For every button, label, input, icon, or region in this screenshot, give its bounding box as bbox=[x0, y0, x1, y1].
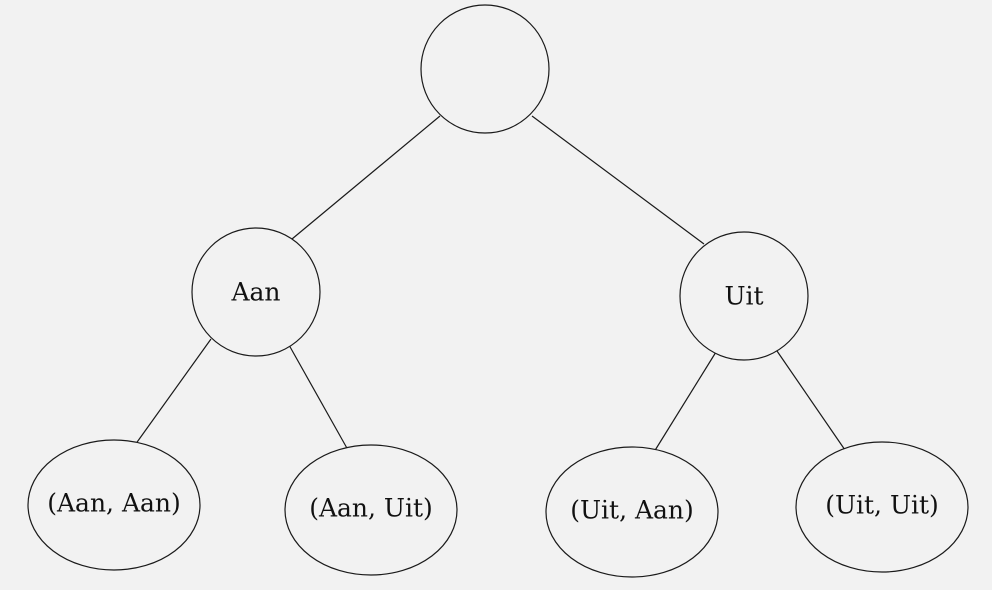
leaf-ellipse bbox=[795, 441, 969, 573]
tree-leaf-uit-aan: (Uit, Aan) bbox=[545, 446, 719, 578]
leaf-label: (Aan, Uit) bbox=[309, 494, 433, 523]
tree-leaf-aan-aan: (Aan, Aan) bbox=[27, 439, 201, 571]
node-label: Uit bbox=[724, 282, 763, 311]
leaf-ellipse bbox=[284, 444, 458, 576]
edge-aan-to-aan-aan bbox=[134, 338, 212, 446]
tree-node-aan: Aan bbox=[191, 227, 321, 357]
node-circle bbox=[679, 231, 809, 361]
leaf-label: (Uit, Aan) bbox=[570, 496, 694, 525]
edge-root-to-uit bbox=[531, 115, 705, 245]
leaf-label: (Uit, Uit) bbox=[825, 491, 939, 520]
leaf-label: (Aan, Aan) bbox=[47, 489, 181, 518]
node-circle bbox=[191, 227, 321, 357]
tree-node-root bbox=[420, 4, 550, 134]
tree-node-uit: Uit bbox=[679, 231, 809, 361]
leaf-ellipse bbox=[27, 439, 201, 571]
edge-uit-to-uit-uit bbox=[776, 350, 846, 451]
leaf-ellipse bbox=[545, 446, 719, 578]
edge-uit-to-uit-aan bbox=[653, 351, 717, 453]
node-circle bbox=[420, 4, 550, 134]
node-label: Aan bbox=[230, 278, 280, 307]
edge-aan-to-aan-uit bbox=[288, 344, 349, 451]
tree-leaf-aan-uit: (Aan, Uit) bbox=[284, 444, 458, 576]
edge-root-to-aan bbox=[291, 115, 441, 240]
tree-leaf-uit-uit: (Uit, Uit) bbox=[795, 441, 969, 573]
